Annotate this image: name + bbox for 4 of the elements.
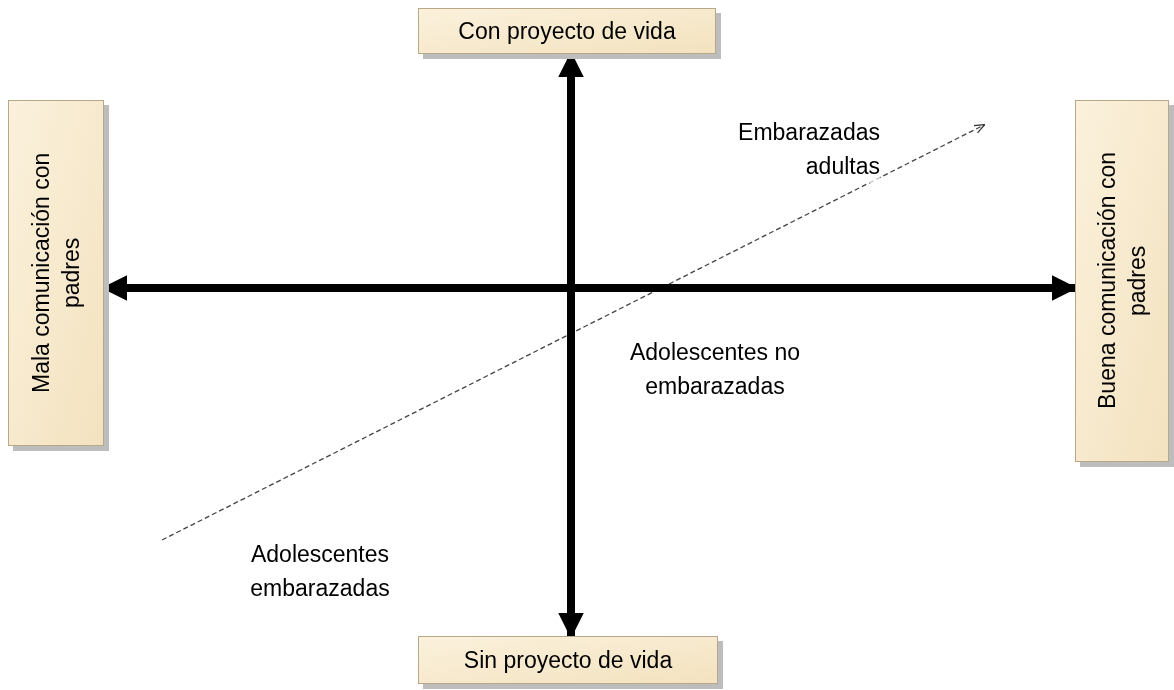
box-text: Buena comunicación con padres [1093, 151, 1151, 412]
box-text: Mala comunicación con padres [27, 151, 85, 396]
box-text: Con proyecto de vida [458, 17, 676, 45]
box-text: Sin proyecto de vida [463, 646, 673, 674]
